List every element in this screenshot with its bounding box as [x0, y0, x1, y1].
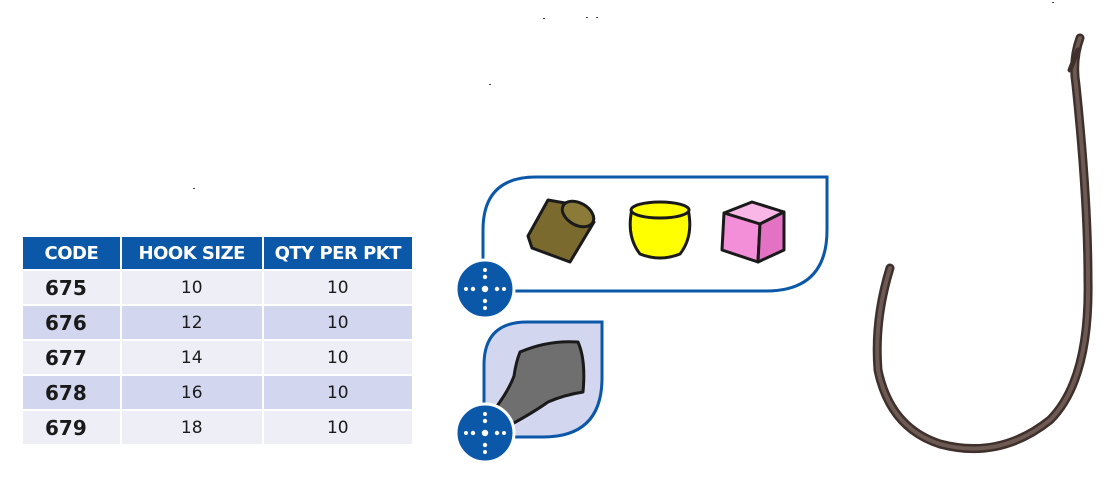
hook-size-cell: 12	[121, 306, 262, 339]
speck	[596, 17, 598, 18]
speck	[1052, 2, 1054, 3]
code-cell: 679	[23, 411, 120, 444]
speck	[193, 188, 195, 189]
table-row: 677 14 10	[23, 341, 412, 374]
column-header-qty-per-pkt: QTY PER PKT	[263, 237, 412, 269]
qty-cell: 10	[263, 271, 412, 304]
hook-size-cell: 14	[121, 341, 262, 374]
code-cell: 676	[23, 306, 120, 339]
table-row: 676 12 10	[23, 306, 412, 339]
code-cell: 677	[23, 341, 120, 374]
speck	[586, 17, 588, 18]
rubber-sleeve-icon	[492, 340, 586, 426]
crosshair-badge-icon	[455, 402, 516, 464]
hook-size-cell: 18	[121, 411, 262, 444]
product-spec-table: CODE HOOK SIZE QTY PER PKT 675 10 10 676…	[21, 235, 414, 446]
table-header-row: CODE HOOK SIZE QTY PER PKT	[23, 237, 412, 269]
column-header-hook-size: HOOK SIZE	[121, 237, 262, 269]
hook-size-cell: 16	[121, 376, 262, 409]
table-row: 678 16 10	[23, 376, 412, 409]
qty-cell: 10	[263, 306, 412, 339]
code-cell: 678	[23, 376, 120, 409]
code-cell: 675	[23, 271, 120, 304]
table-row: 679 18 10	[23, 411, 412, 444]
qty-cell: 10	[263, 341, 412, 374]
cube-bait-icon	[720, 200, 786, 264]
qty-cell: 10	[263, 376, 412, 409]
barrel-pop-up-icon	[628, 200, 692, 260]
hook-size-cell: 10	[121, 271, 262, 304]
bait-icon-panel	[455, 175, 829, 464]
table-row: 675 10 10	[23, 271, 412, 304]
speck	[543, 18, 545, 19]
column-header-code: CODE	[23, 237, 120, 269]
barbless-hook-icon	[872, 33, 1093, 453]
speck	[489, 84, 491, 85]
qty-cell: 10	[263, 411, 412, 444]
crosshair-badge-icon	[455, 258, 516, 320]
pellet-icon	[526, 198, 596, 264]
